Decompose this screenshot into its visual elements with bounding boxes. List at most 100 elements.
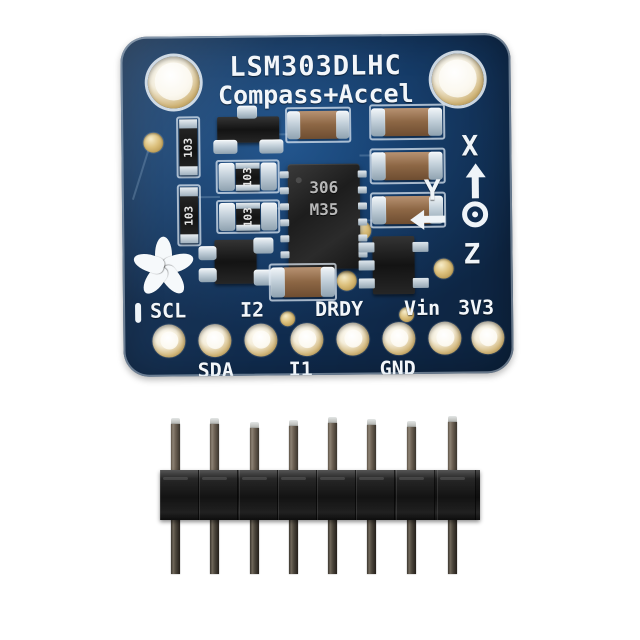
header-pin-tip [448, 416, 457, 425]
axis-label-x: X [461, 129, 479, 163]
resistor-marking: 103 [241, 166, 255, 187]
regulator-lead [358, 242, 375, 253]
solder-joint [270, 267, 285, 298]
solder-joint [287, 111, 301, 140]
via-pad [143, 132, 164, 153]
solder-joint [371, 152, 386, 181]
header-body-notch [399, 477, 424, 480]
pin-pad-1-scl [152, 324, 186, 358]
pin-label-drdy: DRDY [314, 296, 364, 322]
ceramic-capacitor [282, 266, 323, 298]
ic-marking-line1: 306 [309, 177, 339, 198]
axis-arrow-left-stem [423, 215, 446, 223]
solder-joint [236, 105, 258, 119]
regulator-lead [412, 241, 429, 253]
ic-lead [279, 203, 290, 211]
axis-arrow-left-icon [410, 209, 425, 231]
header-pin-upper [448, 422, 457, 472]
header-pin-tip [210, 418, 219, 427]
axis-z-out-of-plane-icon [461, 201, 489, 228]
header-pin-lower [448, 516, 457, 574]
header-pin-tip [171, 418, 180, 427]
male-pin-header-strip [160, 412, 480, 574]
ic-lead [280, 251, 290, 259]
pin-pad-5-drdy [336, 322, 370, 356]
lsm303dlhc-breakout-board: LSM303DLHC Compass+Accel 103 10 [120, 32, 514, 378]
pin-label-3v3: 3V3 [457, 295, 495, 320]
header-body-segment [160, 470, 199, 520]
solder-joint [198, 246, 217, 261]
header-pin-lower [289, 516, 298, 574]
ic-lead [280, 219, 290, 227]
axis-arrow-up-stem [471, 176, 479, 199]
ceramic-capacitor [382, 107, 432, 137]
header-pin-lower [250, 516, 259, 574]
via-pad [336, 270, 357, 291]
solder-joint [370, 108, 386, 137]
solder-joint [218, 202, 236, 232]
pin-label-sda: SDA [197, 357, 234, 378]
header-body-segment [199, 470, 238, 520]
header-body-notch [320, 477, 345, 480]
solder-joint [253, 237, 274, 254]
pin-pad-6-gnd [382, 321, 416, 356]
solder-joint [260, 162, 277, 191]
header-pin-tip [328, 417, 337, 426]
solder-joint [218, 162, 235, 192]
resistor-marking: 103 [181, 137, 195, 158]
header-pin-upper [210, 424, 219, 472]
ceramic-capacitor [297, 110, 340, 140]
axis-label-y: Y [423, 173, 441, 207]
regulator-lead [358, 260, 375, 271]
axis-label-z: Z [463, 237, 481, 271]
resistor-103: 103 [179, 187, 199, 244]
ic-lead [358, 234, 368, 242]
header-pin-lower [328, 516, 337, 574]
lsm303dlhc-sensor-ic: 306 M35 [287, 163, 361, 270]
sot23-transistor [214, 239, 257, 285]
header-pin-upper [367, 425, 376, 472]
pin-label-i1: I1 [288, 357, 313, 378]
ic-lead [279, 171, 289, 179]
resistor-103: 103 [235, 202, 261, 231]
resistor-103: 103 [179, 119, 198, 176]
header-body-segment [356, 470, 395, 520]
mounting-hole-right [431, 53, 484, 106]
pin-pad-8-3v3 [471, 321, 505, 355]
header-pin-tip [250, 422, 259, 431]
solder-joint [336, 110, 350, 139]
pin-pad-2-sda [198, 323, 232, 358]
header-body-segment [396, 470, 435, 520]
header-body-notch [202, 477, 227, 480]
header-body-segment [239, 470, 278, 520]
header-body-notch [359, 477, 384, 480]
header-body-segment [437, 470, 476, 520]
pin-label-i2: I2 [239, 297, 265, 322]
axis-arrow-up-icon [465, 163, 486, 178]
ic-lead [279, 187, 289, 195]
header-pin-upper [250, 428, 259, 472]
header-pin-lower [367, 516, 376, 574]
header-pin-upper [328, 423, 337, 472]
header-pin-upper [407, 427, 416, 472]
header-body-notch [163, 477, 188, 480]
solder-joint [320, 266, 335, 297]
voltage-regulator-sot23-5 [372, 235, 415, 295]
header-body-segment [278, 470, 317, 520]
header-pin-lower [407, 516, 416, 574]
via-pad [280, 311, 296, 327]
header-pin-tip [289, 420, 298, 429]
pin-label-vin: Vin [403, 295, 441, 321]
pcb-trace [131, 149, 150, 200]
header-pin-tip [407, 421, 416, 430]
ic-lead [280, 235, 290, 243]
pin-pad-7-vin [428, 321, 462, 355]
header-body-notch [242, 477, 267, 480]
solder-joint [259, 139, 284, 154]
ic-lead [357, 170, 367, 178]
ic-marking-line2: M35 [309, 199, 339, 220]
ic-lead [357, 202, 368, 210]
header-pin-lower [210, 516, 219, 574]
header-body-notch [440, 477, 465, 480]
